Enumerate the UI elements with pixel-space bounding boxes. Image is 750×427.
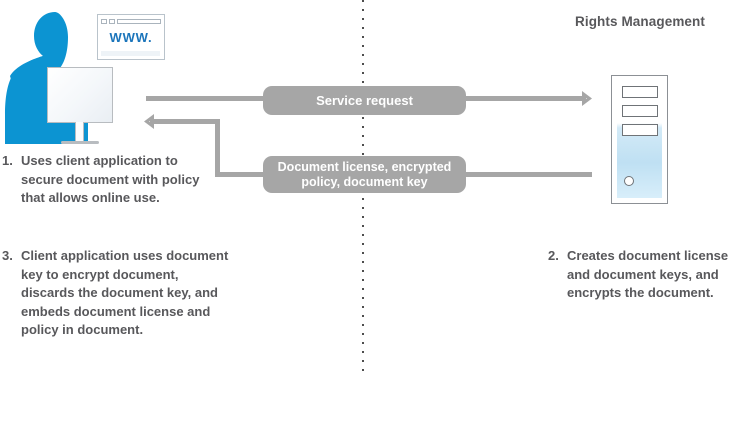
server-drive-bay-1 bbox=[622, 86, 658, 98]
arrow-right-icon bbox=[580, 91, 592, 106]
server-drive-bay-2 bbox=[622, 105, 658, 117]
browser-titlebar bbox=[98, 15, 164, 27]
document-license-label: Document license, encrypted policy, docu… bbox=[263, 156, 466, 193]
server-power-button-icon bbox=[624, 176, 634, 186]
document-license-line-lower bbox=[215, 172, 267, 177]
service-request-label: Service request bbox=[263, 86, 466, 115]
browser-content-strip bbox=[101, 51, 160, 56]
step-item-3: 3. Client application uses document key … bbox=[2, 247, 234, 340]
rights-management-title: Rights Management bbox=[575, 14, 705, 29]
monitor-icon bbox=[47, 67, 113, 123]
browser-address-bar bbox=[117, 18, 161, 24]
step-3-number: 3. bbox=[2, 248, 13, 263]
monitor-stand-base bbox=[61, 141, 99, 144]
browser-www-text: WWW. bbox=[109, 30, 153, 45]
service-request-line-left bbox=[146, 96, 266, 101]
document-license-line-upper bbox=[150, 119, 220, 124]
document-license-label-line1: Document license, encrypted bbox=[277, 159, 452, 174]
browser-tab-box-1 bbox=[101, 18, 107, 24]
step-item-1: 1. Uses client application to secure doc… bbox=[2, 152, 217, 208]
document-license-line-right bbox=[462, 172, 592, 177]
browser-window-icon: WWW. bbox=[97, 14, 165, 60]
document-license-line-vertical bbox=[215, 124, 220, 174]
step-item-2: 2. Creates document license and document… bbox=[548, 247, 743, 303]
step-1-text: Uses client application to secure docume… bbox=[21, 153, 200, 205]
step-1-number: 1. bbox=[2, 153, 13, 168]
arrow-left-icon bbox=[144, 114, 156, 129]
step-3-text: Client application uses document key to … bbox=[21, 248, 229, 337]
step-2-text: Creates document license and document ke… bbox=[567, 248, 729, 300]
monitor-stand-neck bbox=[75, 122, 84, 143]
service-request-line-right bbox=[462, 96, 582, 101]
server-drive-bay-3 bbox=[622, 124, 658, 136]
document-license-label-line2: policy, document key bbox=[301, 174, 428, 189]
step-2-number: 2. bbox=[548, 248, 559, 263]
browser-tab-box-2 bbox=[109, 18, 115, 24]
